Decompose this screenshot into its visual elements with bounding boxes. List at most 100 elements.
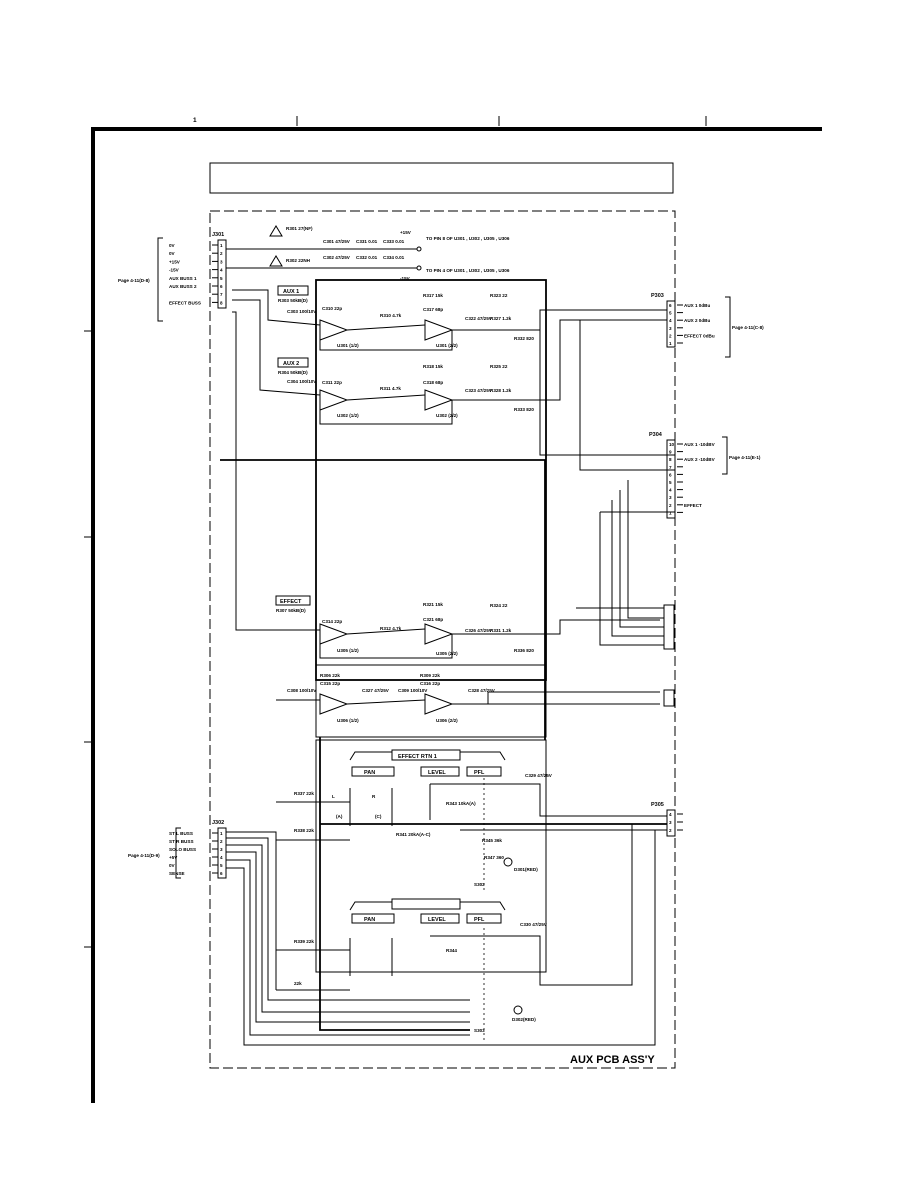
r302-label: R302 22NH	[286, 258, 311, 263]
r336-label: R336 820	[514, 648, 534, 653]
pin-number: 2	[669, 333, 672, 338]
pan1-control[interactable]	[351, 766, 395, 777]
pin-signal: AUX 2 0dBu	[684, 318, 710, 323]
pfl2-control[interactable]	[466, 913, 502, 924]
d301-label: D301(RED)	[514, 867, 538, 872]
led-d302-icon	[513, 1005, 523, 1015]
effect-rtn2-box	[391, 898, 461, 910]
level2-label: LEVEL	[428, 917, 446, 923]
c331-label: C331 0.01	[356, 239, 378, 244]
pin-signal: ST R BUSS	[169, 839, 194, 844]
c328-label: C328 47/25V	[468, 688, 496, 693]
pfl2-label: PFL	[474, 917, 485, 923]
c326-label: C326 47/25V	[465, 628, 493, 633]
j301-label: J301	[212, 232, 224, 238]
effect-return-1: EFFECT RTN 1 PAN LEVEL PFL R337 22k R338…	[276, 749, 675, 890]
r318-label: R318 15k	[423, 364, 443, 369]
r301-label: R301 27(NF)	[286, 226, 313, 231]
r331-label: R331 1.2k	[490, 628, 512, 633]
pan1-label: PAN	[364, 770, 375, 776]
opamp-u301b	[424, 319, 454, 341]
c322-label: C322 47/25V	[465, 316, 493, 321]
pin-number: 1	[669, 510, 672, 515]
aux2-control-box[interactable]	[277, 357, 309, 368]
supply-section: TO PIN 8 OF U301 , U302 , U305 , U306 TO…	[226, 225, 510, 281]
r345-label: R345 36k	[482, 838, 502, 843]
effect-control-box[interactable]	[275, 595, 311, 606]
r344-label: R344	[446, 948, 457, 953]
pin-number: 5	[669, 480, 672, 485]
pin-number: 3	[669, 820, 672, 825]
pan2-control[interactable]	[351, 913, 395, 924]
opamp-u302b	[424, 389, 454, 411]
r310-label: R310 4.7k	[380, 313, 402, 318]
pin-number: 4	[669, 488, 672, 493]
level1-control[interactable]	[420, 766, 460, 777]
u306a-label: U306 (1/2)	[337, 718, 359, 723]
pin-signal: ST L BUSS	[169, 831, 193, 836]
pin-number: 2	[220, 839, 223, 844]
p303-page-ref: Page 4-11(C-8)	[732, 325, 764, 330]
r321-label: R321 15k	[423, 602, 443, 607]
u301b-label: U301 (2/2)	[436, 343, 458, 348]
pin-signal: 0V	[169, 243, 176, 248]
pin-number: 10	[669, 442, 675, 447]
c327-label: C327 47/25V	[362, 688, 390, 693]
board-title: AUX PCB ASS'Y	[570, 1054, 655, 1066]
pan-mark-r: R	[372, 794, 376, 799]
opamp-u302a	[319, 389, 349, 411]
r343-label: R343 10kA(A)	[446, 801, 476, 806]
aux2-label: AUX 2	[283, 361, 299, 367]
pin-signal: +5V	[169, 855, 178, 860]
title-block	[209, 162, 674, 194]
pan-mark-c: (C)	[375, 814, 382, 819]
r324-label: R324 22	[490, 603, 508, 608]
r347-label: R347 360	[484, 855, 504, 860]
c308-label: C308 100/10V	[287, 688, 317, 693]
supply-minus-note: TO PIN 4 OF U301 , U302 , U305 , U306	[426, 268, 510, 273]
pin-number: 6	[669, 303, 672, 308]
c309-label: C309 100/10V	[398, 688, 428, 693]
opamp-u305b	[424, 623, 454, 645]
pan2-label: PAN	[364, 917, 375, 923]
c321-label: C321 68p	[423, 617, 443, 622]
pfl1-control[interactable]	[466, 766, 502, 777]
level2-control[interactable]	[420, 913, 460, 924]
c302-label: C302 47/25V	[323, 255, 351, 260]
effect-rtn-box	[391, 749, 461, 761]
led-d301-icon	[503, 857, 513, 867]
pin-number: 9	[669, 450, 672, 455]
pin-number: 7	[220, 292, 223, 297]
r323-label: R323 22	[490, 293, 508, 298]
u306-section: U306 (1/2) U306 (2/2) R306 22k C315 22p …	[276, 279, 660, 738]
j302-label: J302	[212, 820, 224, 826]
effect-rtn-label: EFFECT RTN 1	[398, 754, 437, 760]
pfl1-label: PFL	[474, 770, 485, 776]
pin-signal: +15V	[169, 259, 181, 264]
c318-label: C318 68p	[423, 380, 443, 385]
pin-signal: AUX BUSS 1	[169, 276, 197, 281]
c311-label: C311 22p	[322, 380, 342, 385]
aux1-channel: AUX 1 R303 50kB(D) C303 100/10V U301 (1/…	[232, 285, 675, 351]
c334-label: C334 0.01	[383, 255, 405, 260]
warning-icon	[269, 255, 283, 267]
effect-channel: EFFECT R307 50kB(D) U305 (1/2) C314 22p …	[232, 311, 660, 659]
bus-lines	[220, 459, 675, 740]
r333-label: R333 820	[514, 407, 534, 412]
r309-label: R309 22k	[420, 673, 440, 678]
pin-number: 4	[220, 855, 223, 860]
pin-number: 2	[669, 828, 672, 833]
pin-number: 2	[669, 503, 672, 508]
aux1-control-box[interactable]	[277, 285, 309, 296]
p303-label: P303	[651, 293, 664, 299]
pin-signal: AUX 1 0dBu	[684, 303, 710, 308]
supply-plus-note: TO PIN 8 OF U301 , U302 , U305 , U306	[426, 236, 510, 241]
c317-label: C317 68p	[423, 307, 443, 312]
supply-plus-rail: +15V	[400, 230, 412, 235]
